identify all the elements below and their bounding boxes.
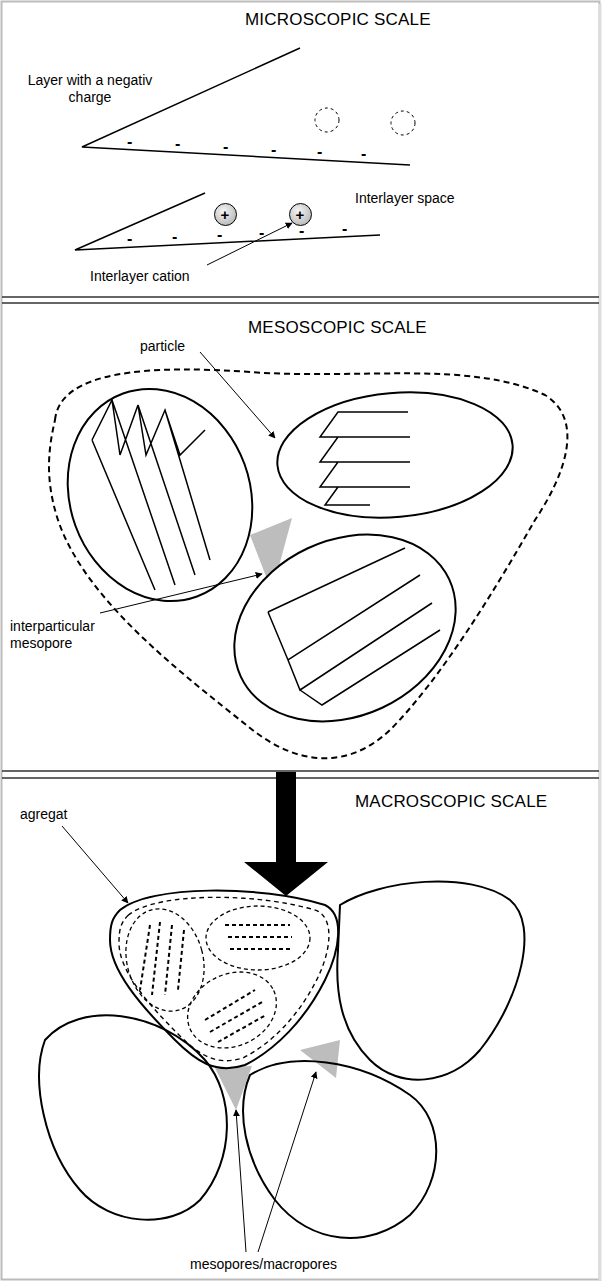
charge-sign: - — [172, 230, 177, 244]
cation-circle: + — [214, 203, 237, 226]
charge-sign: - — [127, 232, 132, 246]
layer-stack — [92, 400, 210, 590]
charge-sign: - — [223, 140, 228, 154]
mesopore — [300, 1040, 340, 1078]
charge-sign: - — [361, 147, 366, 161]
particle-outline — [115, 900, 215, 1020]
charge-sign: + — [221, 207, 230, 222]
frame-shadow — [599, 4, 602, 1281]
charge-sign: - — [342, 222, 347, 236]
panel-separator — [2, 770, 599, 772]
callout-label: interparticular mesopore — [10, 618, 120, 652]
scale-panel: MESOSCOPIC SCALE — [0, 303, 603, 771]
empty-cation-site — [315, 108, 339, 132]
leader-line — [200, 352, 275, 438]
leader-line — [258, 1072, 316, 1252]
callout-label: Interlayer cation — [90, 268, 190, 285]
layer-stack — [225, 925, 292, 949]
particle-outline — [272, 383, 518, 527]
leader-line — [100, 574, 262, 613]
charge-sign: - — [217, 228, 222, 242]
layer-stack — [140, 922, 184, 995]
panel-separator — [2, 777, 599, 779]
callout-label: Layer with a negativ charge — [15, 72, 165, 106]
scale-arrow — [244, 772, 328, 896]
charge-sign: - — [271, 143, 276, 157]
charge-sign: - — [317, 145, 322, 159]
panel-title: MICROSCOPIC SCALE — [245, 10, 431, 30]
charge-sign: - — [127, 135, 132, 149]
clay-layer — [82, 48, 410, 165]
aggregate-inner-outline — [119, 897, 329, 1060]
callout-label: mesopores/macropores — [190, 1256, 337, 1273]
charge-sign: - — [259, 226, 264, 240]
clay-layer — [75, 193, 380, 250]
charge-sign: - — [299, 224, 304, 238]
charge-sign: - — [175, 137, 180, 151]
charge-sign: + — [296, 207, 305, 222]
panel-separator — [2, 296, 599, 298]
layer-stack — [320, 412, 410, 505]
leader-line — [207, 223, 292, 265]
aggregate-outline — [110, 891, 338, 1069]
particle-outline — [204, 500, 487, 757]
particle-outline — [206, 906, 310, 970]
leader-line — [62, 826, 128, 903]
callout-label: particle — [140, 338, 185, 355]
callout-label: Interlayer space — [355, 190, 455, 207]
aggregate-outline — [243, 1061, 436, 1238]
panel-title: MACROSCOPIC SCALE — [355, 792, 547, 812]
particle-outline — [38, 363, 281, 628]
panel-separator — [2, 302, 599, 304]
cation-circle: + — [289, 203, 312, 226]
layer-stack — [268, 548, 440, 705]
layer-stack — [205, 990, 266, 1042]
aggregate-outline — [39, 1015, 227, 1219]
scale-panel: MACROSCOPIC SCALE — [0, 778, 603, 1283]
callout-label: agregat — [20, 806, 67, 823]
panel-title: MESOSCOPIC SCALE — [248, 318, 427, 338]
leader-line — [236, 1110, 246, 1252]
scale-panel: MICROSCOPIC SCALE + + — [0, 0, 603, 297]
aggregate-outline — [337, 881, 524, 1079]
empty-cation-site — [391, 111, 415, 135]
